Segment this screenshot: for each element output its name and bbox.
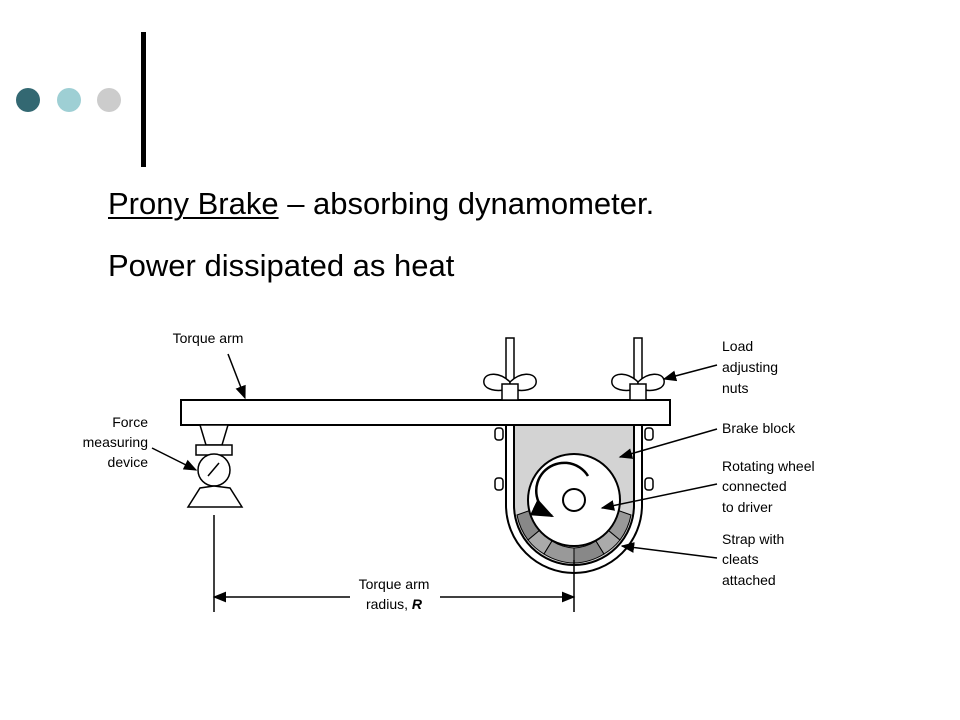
divider-bar <box>141 32 146 167</box>
accent-dot-light <box>57 88 81 112</box>
label-wheel-3: to driver <box>722 499 773 515</box>
accent-dot-dark <box>16 88 40 112</box>
force-measuring-device <box>186 424 244 508</box>
slide-subheading: Power dissipated as heat <box>108 248 455 283</box>
torque-arm-radius-dimension <box>212 515 576 612</box>
label-load-2: adjusting <box>722 359 778 375</box>
label-strap-3: attached <box>722 572 776 588</box>
label-strap-1: Strap with <box>722 531 784 547</box>
label-radius-2: radius, R <box>366 596 423 612</box>
label-wheel-1: Rotating wheel <box>722 458 815 474</box>
wheel-hub <box>562 488 586 512</box>
label-load-3: nuts <box>722 380 748 396</box>
label-radius-text: radius, <box>366 596 412 612</box>
rod-clips <box>494 427 654 491</box>
heading-term: Prony Brake <box>108 186 279 221</box>
label-strap-2: cleats <box>722 551 759 567</box>
strap-cleats <box>516 509 632 564</box>
label-radius-var: R <box>412 596 423 612</box>
label-load-1: Load <box>722 338 753 354</box>
label-wheel-2: connected <box>722 478 787 494</box>
accent-dot-gray <box>97 88 121 112</box>
wing-nut-left <box>483 373 537 401</box>
label-force-1: Force <box>112 414 148 430</box>
label-radius-1: Torque arm <box>359 576 430 592</box>
leader-arrows <box>151 353 718 559</box>
label-brake-block: Brake block <box>722 420 796 436</box>
label-torque-arm: Torque arm <box>173 330 244 346</box>
torque-arm-beam <box>180 399 671 426</box>
label-force-2: measuring <box>83 434 148 450</box>
slide-heading: Prony Brake – absorbing dynamometer. <box>108 186 654 222</box>
heading-rest: – absorbing dynamometer. <box>278 186 655 221</box>
label-force-3: device <box>108 454 149 470</box>
rotation-arrow <box>529 461 590 518</box>
